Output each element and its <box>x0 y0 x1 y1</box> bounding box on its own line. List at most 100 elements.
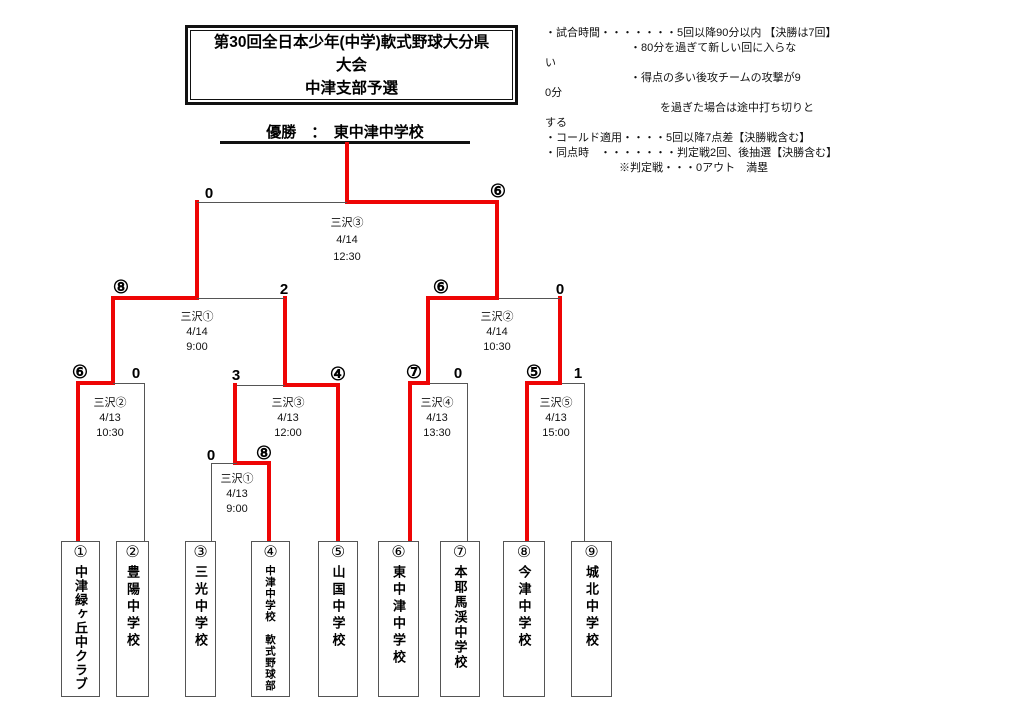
match-date: 4/14 <box>186 326 208 338</box>
title-line-3: 中津支部予選 <box>304 79 398 97</box>
match-time: 10:30 <box>483 341 511 353</box>
line-to-team6 <box>408 381 412 541</box>
note-line: ・80分を過ぎて新しい回に入らな <box>630 42 797 54</box>
team-number: ② <box>125 544 140 561</box>
line-qf4-loser-arm <box>562 383 585 384</box>
score-sf-left-right: 2 <box>279 281 289 298</box>
match-date: 4/14 <box>486 326 508 338</box>
score-qf1-right: 0 <box>131 365 141 382</box>
team-number: ④ <box>263 544 278 561</box>
line-r1-loser-arm <box>211 463 237 464</box>
team-number: ③ <box>193 544 208 561</box>
line-qf4-winner-arm <box>525 381 562 385</box>
team-box-6: ⑥ 東中津中学校 <box>378 541 419 697</box>
line-to-team1 <box>76 381 80 541</box>
match-time: 12:00 <box>274 427 302 439</box>
line-qf1-winner-arm <box>76 381 115 385</box>
match-date: 4/13 <box>99 412 121 424</box>
match-time: 15:00 <box>542 427 570 439</box>
match-date: 4/13 <box>426 412 448 424</box>
score-qf4-right: 1 <box>573 365 583 382</box>
match-date: 4/13 <box>545 412 567 424</box>
match-time: 9:00 <box>226 503 248 515</box>
rules-notes: ・試合時間・・・・・・・5回以降90分以内 【決勝は7回】 ・80分を過ぎて新し… <box>545 26 885 176</box>
match-time: 13:30 <box>423 427 451 439</box>
score-final-left: 0 <box>204 185 214 202</box>
team-name: 中津緑ヶ丘中クラブ <box>73 565 88 691</box>
line-to-team7 <box>467 383 468 541</box>
note-line: 0分 <box>545 87 563 99</box>
match-name: 三沢③ <box>330 217 364 229</box>
team-number: ⑨ <box>584 544 599 561</box>
match-label-qf4: 三沢⑤ 4/13 15:00 <box>540 396 573 441</box>
line-sfright-winner-arm <box>426 296 499 300</box>
team-name: 今津中学校 <box>516 565 532 650</box>
line-to-team4 <box>267 461 271 541</box>
team-name: 東中津中学校 <box>391 565 406 667</box>
score-sf-right-right: 0 <box>555 281 565 298</box>
team-box-9: ⑨ 城北中学校 <box>571 541 612 697</box>
champion-heading: 優勝 ： 東中津中学校 <box>266 124 424 141</box>
match-name: 三沢③ <box>271 397 305 409</box>
team-box-4: ④ 中津中学校 軟式野球部 <box>251 541 290 697</box>
score-qf2-left: 3 <box>231 367 241 384</box>
line-qf3-winner-arm <box>408 381 430 385</box>
match-name: 三沢① <box>180 311 214 323</box>
team-box-2: ② 豊陽中学校 <box>116 541 149 697</box>
note-line: ・得点の多い後攻チームの攻撃が9 <box>630 72 801 84</box>
line-qf4-join <box>558 296 562 385</box>
match-name: 三沢⑤ <box>539 397 573 409</box>
match-date: 4/14 <box>336 234 358 246</box>
line-qf3-join <box>426 296 430 385</box>
note-line: を過ぎた場合は途中打ち切りと <box>660 102 814 114</box>
team-number: ⑦ <box>452 544 468 561</box>
score-r1-left: 0 <box>206 447 216 464</box>
match-label-sf-left: 三沢① 4/14 9:00 <box>181 310 214 355</box>
match-name: 三沢④ <box>420 397 454 409</box>
match-label-qf2: 三沢③ 4/13 12:00 <box>272 396 305 441</box>
team-number: ① <box>73 544 88 561</box>
team-name: 本耶馬渓中学校 <box>452 565 468 670</box>
score-qf2-right: ④ <box>329 364 347 384</box>
line-sfleft-loser-arm <box>197 298 285 299</box>
score-qf1-left: ⑥ <box>71 362 89 382</box>
match-name: 三沢② <box>480 311 514 323</box>
line-qf3-loser-arm <box>430 383 468 384</box>
tournament-title-box: 第30回全日本少年(中学)軟式野球大分県 大会 中津支部予選 <box>185 25 518 105</box>
line-to-team8 <box>525 381 529 541</box>
score-r1-right: ⑧ <box>255 443 273 463</box>
team-name: 城北中学校 <box>584 565 599 650</box>
line-final-right-join <box>495 200 499 300</box>
title-line-1: 第30回全日本少年(中学)軟式野球大分県 <box>213 33 490 51</box>
team-box-1: ① 中津緑ヶ丘中クラブ <box>61 541 100 697</box>
line-qf2-winner-arm <box>283 383 340 387</box>
team-box-8: ⑧ 今津中学校 <box>503 541 545 697</box>
match-date: 4/13 <box>226 488 248 500</box>
team-box-3: ③ 三光中学校 <box>185 541 216 697</box>
match-label-final: 三沢③ 4/14 12:30 <box>331 215 364 266</box>
team-box-5: ⑤ 山国中学校 <box>318 541 358 697</box>
score-final-right: ⑥ <box>489 181 507 201</box>
line-to-team3 <box>211 463 212 541</box>
line-r1-join <box>233 383 237 465</box>
match-name: 三沢② <box>93 397 127 409</box>
team-number: ⑤ <box>330 544 346 561</box>
note-line: ・試合時間・・・・・・・5回以降90分以内 【決勝は7回】 <box>545 27 837 39</box>
score-qf3-left: ⑦ <box>405 362 423 382</box>
note-line: い <box>545 57 556 69</box>
line-qf2-loser-arm <box>237 385 285 386</box>
line-sfright-loser-arm <box>499 298 560 299</box>
line-qf1-join <box>111 296 115 385</box>
score-sf-left-left: ⑧ <box>112 277 130 297</box>
line-final-winner-arm <box>345 200 499 204</box>
team-name: 山国中学校 <box>330 565 346 650</box>
match-label-qf1: 三沢② 4/13 10:30 <box>94 396 127 441</box>
match-time: 9:00 <box>186 341 208 353</box>
score-qf3-right: 0 <box>453 365 463 382</box>
line-sfleft-winner-arm <box>111 296 199 300</box>
match-label-sf-right: 三沢② 4/14 10:30 <box>481 310 514 355</box>
tournament-title: 第30回全日本少年(中学)軟式野球大分県 大会 中津支部予選 <box>190 30 513 100</box>
match-name: 三沢① <box>220 473 254 485</box>
line-r1-winner-arm <box>233 461 271 465</box>
